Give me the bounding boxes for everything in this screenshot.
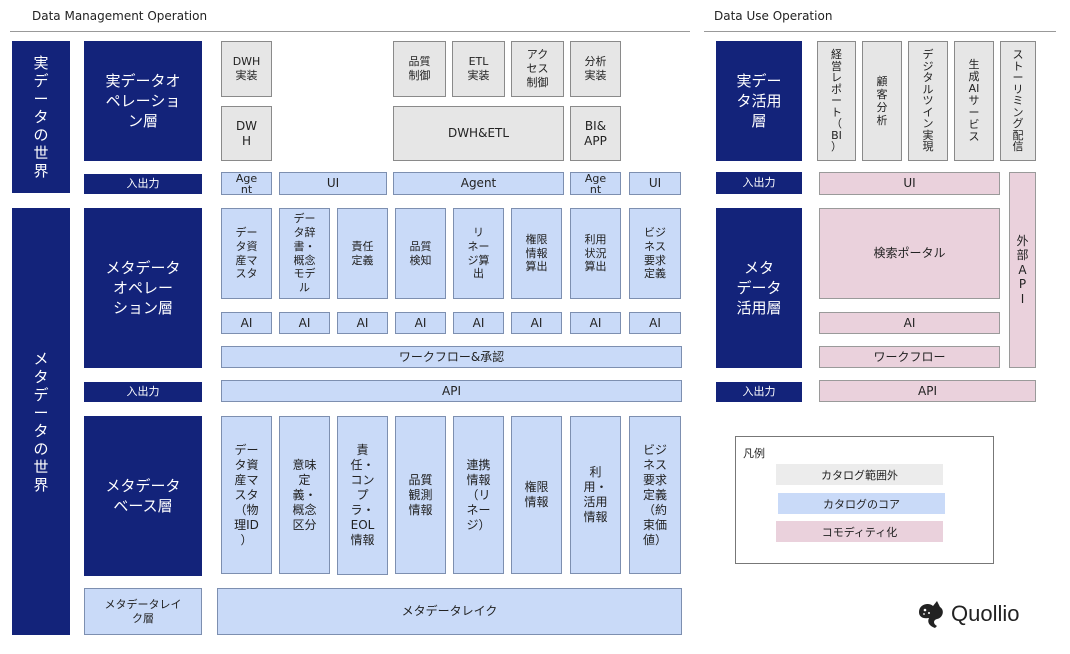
meta-base-card: 責 任・ コン プ ラ・ EOL 情報 (337, 416, 388, 575)
ai-box: AI (337, 312, 388, 334)
real-world-label: 実 デ ー タ の 世 界 (12, 41, 70, 193)
ai-box: AI (819, 312, 1000, 334)
real-use-layer: 実デー タ活用 層 (716, 41, 802, 161)
ai-box: AI (395, 312, 446, 334)
etl-impl-box: ETL 実装 (452, 41, 505, 97)
io-layer: 入出力 (716, 172, 802, 194)
real-op-layer: 実データオ ペレーショ ン層 (84, 41, 202, 161)
meta-lake-box: メタデータレイク (217, 588, 682, 635)
quollio-mascot-icon (919, 601, 943, 628)
ai-box: AI (629, 312, 681, 334)
external-api-box: 外 部 A P I (1009, 172, 1036, 368)
ui-box: UI (819, 172, 1000, 195)
meta-base-card: デー タ資 産マ スタ （物 理ID ） (221, 416, 272, 574)
meta-op-layer: メタデータ オペレー ション層 (84, 208, 202, 368)
search-portal-box: 検索ポータル (819, 208, 1000, 299)
logo-text: Quollio (951, 601, 1020, 626)
meta-op-card: ビジ ネス 要求 定義 (629, 208, 681, 299)
api-box: API (819, 380, 1036, 402)
meta-op-card: 品質 検知 (395, 208, 446, 299)
ai-box: AI (279, 312, 330, 334)
workflow-box: ワークフロー (819, 346, 1000, 368)
meta-op-card: デー タ辞 書・ 概念 モデ ル (279, 208, 330, 299)
io-layer: 入出力 (84, 382, 202, 402)
app-card: 生 成 AI サ ー ビ ス (954, 41, 994, 161)
agent-box: Age nt (221, 172, 272, 195)
meta-op-card: デー タ資 産マ スタ (221, 208, 272, 299)
quollio-logo: Quollio (915, 598, 1019, 630)
app-card: デ ジ タ ル ツ イ ン 実 現 (908, 41, 948, 161)
app-card: 経 営 レ ポ ー ト （ BI ） (817, 41, 856, 161)
meta-base-card: 意味 定 義・ 概念 区分 (279, 416, 330, 574)
meta-base-card: 権限 情報 (511, 416, 562, 574)
io-layer: 入出力 (84, 174, 202, 194)
meta-base-card: 品質 観測 情報 (395, 416, 446, 574)
quality-control-box: 品質 制御 (393, 41, 446, 97)
api-box: API (221, 380, 682, 402)
meta-use-layer: メタ データ 活用層 (716, 208, 802, 368)
legend: 凡例 カタログ範囲外 カタログのコア コモディティ化 (735, 436, 994, 564)
analysis-impl-box: 分析 実装 (570, 41, 621, 97)
divider (704, 31, 1056, 32)
ui-box: UI (629, 172, 681, 195)
meta-op-card: 責任 定義 (337, 208, 388, 299)
ui-box: UI (279, 172, 387, 195)
meta-base-card: 利 用・ 活用 情報 (570, 416, 621, 574)
meta-op-card: リ ネー ジ算 出 (453, 208, 504, 299)
legend-item-out-of-scope: カタログ範囲外 (776, 464, 943, 485)
legend-title: 凡例 (743, 447, 765, 460)
dwh-impl-box: DWH 実装 (221, 41, 272, 97)
use-header: Data Use Operation (714, 9, 833, 23)
ai-box: AI (570, 312, 621, 334)
agent-box: Agent (393, 172, 564, 195)
ai-box: AI (453, 312, 504, 334)
meta-base-layer: メタデータ ベース層 (84, 416, 202, 576)
meta-op-card: 権限 情報 算出 (511, 208, 562, 299)
ai-box: AI (221, 312, 272, 334)
ai-box: AI (511, 312, 562, 334)
meta-op-card: 利用 状況 算出 (570, 208, 621, 299)
meta-base-card: 連携 情報 （リ ネー ジ） (453, 416, 504, 574)
divider (10, 31, 690, 32)
management-header: Data Management Operation (32, 9, 208, 23)
meta-world-label: メ タ デ ー タ の 世 界 (12, 208, 70, 635)
legend-item-commodity: コモディティ化 (776, 521, 943, 542)
meta-base-card: ビジ ネス 要求 定義 （約 束価 値） (629, 416, 681, 574)
dwh-box: DW H (221, 106, 272, 161)
io-layer: 入出力 (716, 382, 802, 402)
agent-box: Age nt (570, 172, 621, 195)
access-control-box: アク セス 制御 (511, 41, 564, 97)
app-card: ス ト ー リ ミ ン グ 配 信 (1000, 41, 1036, 161)
bi-app-box: BI& APP (570, 106, 621, 161)
meta-lake-layer: メタデータレイ ク層 (84, 588, 202, 635)
legend-item-core: カタログのコア (778, 493, 945, 514)
app-card: 顧 客 分 析 (862, 41, 902, 161)
workflow-approval-box: ワークフロー&承認 (221, 346, 682, 368)
dwh-etl-box: DWH&ETL (393, 106, 564, 161)
